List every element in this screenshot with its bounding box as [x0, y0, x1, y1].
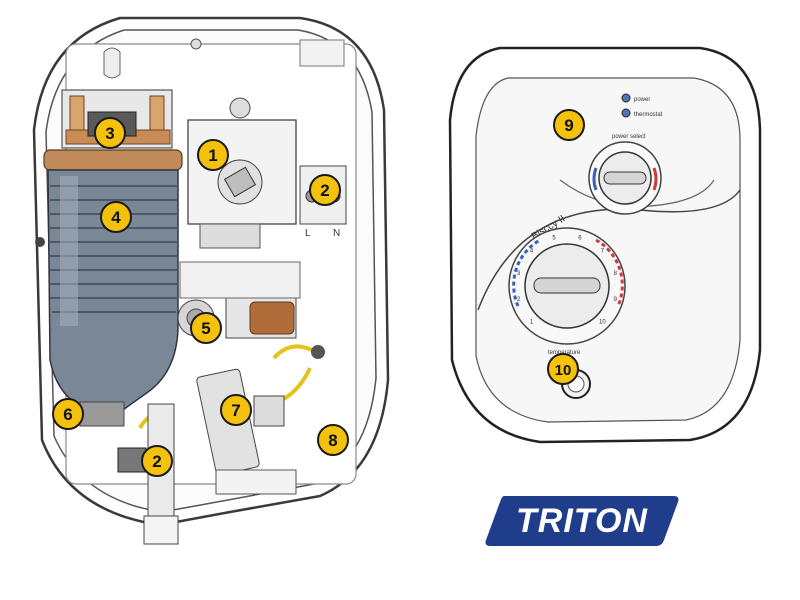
earth-post	[311, 345, 325, 359]
heater-can-cap	[43, 149, 183, 171]
temperature-knob-grip	[533, 277, 601, 294]
callout-badge: 2	[309, 174, 341, 206]
callout-badge-number: 6	[63, 405, 72, 424]
temperature-scale-tick: 2	[517, 297, 521, 303]
temperature-scale-tick: 7	[601, 249, 605, 255]
callout-badge-number: 10	[555, 362, 572, 379]
inlet-connector	[143, 515, 179, 545]
callout-badge: 9	[553, 109, 585, 141]
switch-gear	[229, 97, 251, 119]
callout-badge-number: 9	[564, 116, 573, 135]
solenoid-coil	[249, 301, 295, 335]
callout-badge-number: 2	[320, 181, 329, 200]
mounting-slot	[103, 47, 121, 79]
panel-swoosh-inner	[559, 179, 715, 208]
heater-outlet	[79, 401, 125, 427]
temperature-scale-tick: 5	[552, 236, 556, 242]
callout-badge-number: 8	[328, 431, 337, 450]
callout-badge-number: 7	[231, 401, 240, 420]
callout-badge: 10	[547, 353, 579, 385]
temperature-scale-tick: 8	[614, 271, 618, 277]
callout-badge-circle	[220, 394, 252, 426]
pressure-relief-cap	[253, 395, 285, 427]
terminal-label-n: N	[333, 228, 340, 239]
power-select-knob-grip	[603, 171, 647, 185]
temperature-scale-tick: 6	[578, 236, 582, 242]
triton-logo	[485, 496, 679, 546]
callout-badge-circle	[141, 445, 173, 477]
thermostat-indicator-icon	[621, 108, 631, 118]
callout-badge-circle	[190, 312, 222, 344]
internal-unit: L N	[32, 16, 390, 545]
switch-assembly	[187, 119, 297, 225]
temperature-scale-tick: 1	[530, 319, 534, 325]
thermostat-indicator-label: thermostat	[634, 112, 663, 118]
callout-badge-circle	[547, 353, 579, 385]
temperature-blue-arc	[512, 238, 541, 307]
callout-badge: 5	[190, 312, 222, 344]
valve-housing	[179, 261, 301, 299]
callout-badge: 1	[197, 139, 229, 171]
heater-side-screw	[35, 237, 45, 247]
callout-badge-circle	[100, 201, 132, 233]
temperature-scale-tick: 4	[530, 249, 534, 255]
callout-badge-circle	[94, 117, 126, 149]
callout-badge-circle	[52, 398, 84, 430]
power-select-red-arc	[652, 167, 658, 191]
callout-badge-circle	[317, 424, 349, 456]
logo-plate	[485, 496, 679, 546]
callout-badge-circle	[309, 174, 341, 206]
power-select-label: power select	[612, 134, 646, 140]
callout-badge: 3	[94, 117, 126, 149]
wire-yellow-1	[272, 344, 313, 360]
callout-badge-number: 4	[111, 208, 121, 227]
terminal-post-right	[149, 95, 165, 131]
temperature-scale-tick: 9	[614, 297, 618, 303]
temperature-scale: 1 2 3 4 5 6 7 8 9 10	[517, 236, 618, 326]
outlet-bracket	[215, 469, 297, 495]
temperature-label: temperature	[548, 350, 581, 356]
switch-shaft	[223, 166, 257, 198]
callout-badge-number: 5	[201, 319, 210, 338]
callout-badge-number: 1	[208, 146, 217, 165]
control-panel: power thermostat power select Bisccy II …	[448, 46, 762, 444]
heater-highlight	[60, 176, 78, 326]
heater-can	[47, 169, 179, 413]
temperature-red-arc	[595, 238, 624, 307]
screw-hole-top	[190, 38, 202, 50]
callout-badges: 1 2 3 4 5 2 6 7 8 9 10	[52, 109, 585, 477]
top-bracket	[299, 39, 345, 67]
power-select-blue-arc	[592, 167, 598, 191]
terminal-post-left	[69, 95, 85, 131]
callout-badge-circle	[553, 109, 585, 141]
wire-yellow-2	[280, 367, 312, 402]
power-indicator-icon	[621, 93, 631, 103]
callout-badge-number: 3	[105, 124, 114, 143]
callout-badge: 8	[317, 424, 349, 456]
callout-badge-circle	[197, 139, 229, 171]
callout-badge: 6	[52, 398, 84, 430]
switch-lower-contacts	[199, 223, 261, 249]
callout-badge: 7	[220, 394, 252, 426]
terminal-label-l: L	[305, 228, 311, 239]
temperature-scale-tick: 10	[599, 319, 606, 325]
temperature-scale-tick: 3	[517, 271, 521, 277]
callout-badge: 2	[141, 445, 173, 477]
callout-badge-number: 2	[152, 452, 161, 471]
power-indicator-label: power	[634, 97, 650, 103]
callout-badge: 4	[100, 201, 132, 233]
